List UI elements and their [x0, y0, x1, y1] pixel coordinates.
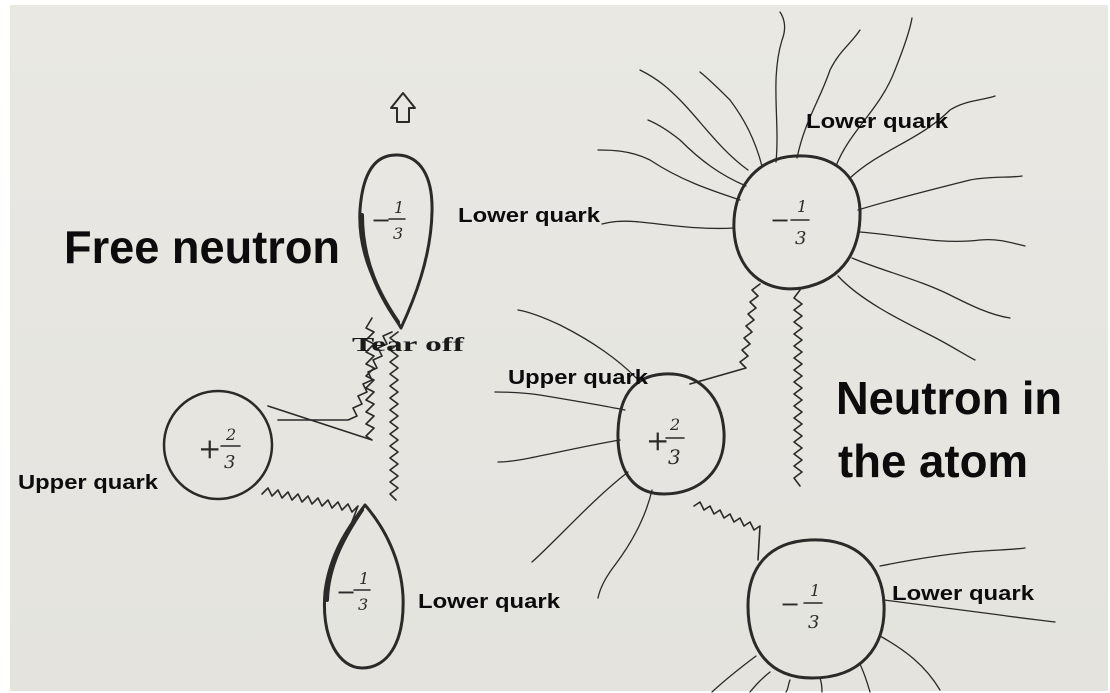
atom-bottom-quark-charge: − 1 3 — [780, 581, 823, 633]
atom-gluon-top-left — [689, 283, 761, 385]
atom-top-quark-label: Lower quark — [806, 111, 949, 133]
free-neutron-group: − 1 3 + 2 3 − 1 3 Free neutron Lower qua… — [18, 92, 601, 670]
free-top-quark-heavy-edge — [360, 213, 400, 324]
atom-left-field-lines — [494, 309, 653, 599]
atom-top-quark-charge: − 1 3 — [770, 197, 810, 249]
charge-numerator: 2 — [225, 425, 236, 444]
charge-sign: − — [336, 578, 356, 606]
free-gluon-top-bottom — [389, 331, 399, 501]
free-left-quark-shape — [162, 389, 274, 501]
atom-gluon-top-bottom — [793, 289, 803, 487]
charge-numerator: 2 — [669, 415, 680, 434]
atom-bottom-quark-shape — [746, 538, 886, 680]
free-left-quark-label: Upper quark — [18, 472, 159, 494]
charge-numerator: 1 — [810, 581, 820, 600]
atom-bottom-quark-label: Lower quark — [892, 583, 1035, 605]
atom-bottom-field-lines — [711, 547, 1056, 693]
free-bottom-quark-label: Lower quark — [418, 591, 561, 613]
free-left-quark-charge: + 2 3 — [198, 425, 241, 473]
charge-numerator: 1 — [359, 569, 369, 588]
atom-left-quark-label: Upper quark — [508, 367, 649, 389]
charge-numerator: 1 — [394, 198, 404, 217]
up-arrow-icon — [390, 92, 416, 123]
charge-sign: + — [198, 432, 221, 465]
charge-denominator: 3 — [358, 595, 368, 614]
charge-numerator: 1 — [797, 197, 807, 216]
atom-top-quark-shape — [732, 154, 862, 291]
free-bottom-quark-heavy-edge — [325, 508, 364, 602]
charge-sign: − — [780, 590, 800, 618]
charge-sign: − — [770, 206, 790, 234]
atom-title-line2: the atom — [838, 435, 1028, 487]
free-gluon-top-left-lower — [277, 331, 393, 421]
paper-background — [10, 5, 1108, 691]
free-top-quark-label: Lower quark — [458, 205, 601, 227]
atom-neutron-group: − 1 3 + 2 3 − 1 3 Lower quark Upper quar… — [494, 11, 1062, 693]
charge-denominator: 3 — [393, 224, 403, 243]
atom-left-quark-shape — [616, 372, 726, 496]
free-neutron-title: Free neutron — [64, 221, 340, 273]
charge-sign: + — [646, 424, 669, 457]
atom-top-field-lines — [597, 11, 1026, 361]
tear-off-label: Tear off — [352, 334, 465, 356]
charge-denominator: 3 — [224, 452, 235, 473]
free-bottom-quark-charge: − 1 3 — [336, 569, 371, 614]
atom-title-line1: Neutron in — [836, 372, 1062, 424]
free-gluon-top-left-upper — [267, 317, 375, 441]
atom-gluon-left-bottom — [693, 501, 761, 561]
charge-sign: − — [371, 206, 391, 234]
charge-denominator: 3 — [795, 228, 806, 249]
charge-denominator: 3 — [668, 445, 681, 469]
free-gluon-left-bottom — [261, 487, 359, 541]
free-bottom-quark-shape — [322, 503, 405, 670]
charge-denominator: 3 — [808, 612, 819, 633]
free-top-quark-charge: − 1 3 — [371, 198, 406, 243]
atom-left-quark-charge: + 2 3 — [646, 415, 685, 469]
